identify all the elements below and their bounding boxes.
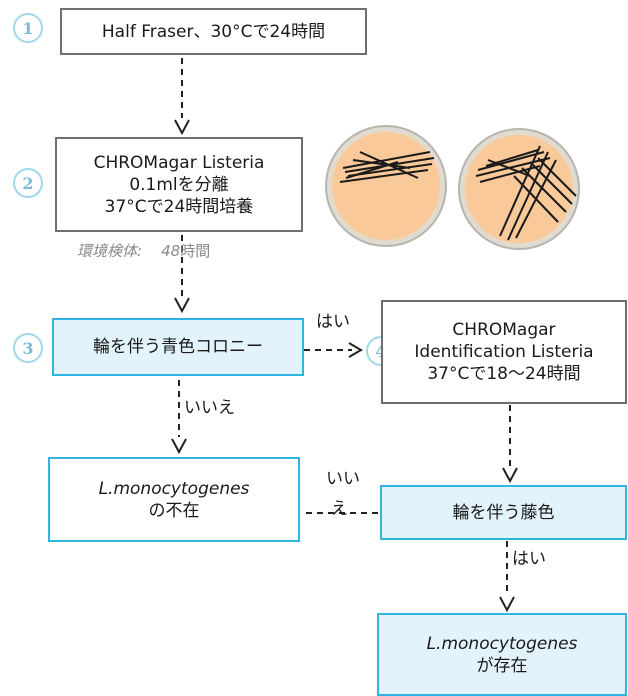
- step-1-text: Half Fraser、30°Cで24時間: [101, 21, 326, 42]
- absent-text: の不在: [148, 500, 200, 521]
- step-2-line-1: CHROMagar Listeria: [93, 152, 265, 173]
- arrowhead: [348, 342, 363, 358]
- environmental-sample-note: 環境検体: 48時間: [77, 240, 210, 261]
- step-1-box: Half Fraser、30°Cで24時間: [60, 8, 367, 55]
- arrowhead: [502, 467, 518, 484]
- arrowhead: [171, 438, 187, 455]
- step-3-text: 輪を伴う青色コロニー: [93, 337, 263, 357]
- absent-organism: L.monocytogenes: [98, 478, 250, 499]
- step-4-line-3: 37°Cで18～24時間: [427, 364, 581, 384]
- purple-colony-box: 輪を伴う藤色: [380, 485, 627, 540]
- arrowhead: [174, 297, 190, 314]
- sample-note-suffix: 時間: [180, 242, 211, 260]
- step-3-box: 輪を伴う青色コロニー: [52, 318, 304, 376]
- present-organism: L.monocytogenes: [426, 633, 578, 654]
- edge-label-no-purple-absent-1: いい: [326, 469, 360, 489]
- step-4-line-1: CHROMagar: [452, 320, 556, 340]
- arrowhead: [499, 596, 515, 613]
- petri-dish-streaked-2: [458, 128, 580, 250]
- edge-label-yes-3-4: はい: [316, 312, 350, 332]
- step-2-line-2: 0.1mlを分離: [129, 174, 229, 195]
- petri-dish-streaked-1: [325, 125, 447, 247]
- step-number-badge-1: 1: [13, 13, 43, 43]
- step-2-line-3: 37°Cで24時間培養: [104, 196, 254, 217]
- purple-colony-text: 輪を伴う藤色: [452, 502, 555, 523]
- step-number-badge-3: 3: [13, 333, 43, 363]
- edge-label-yes-purple-present: はい: [512, 549, 546, 569]
- step-4-line-2: Identification Listeria: [414, 342, 594, 362]
- sample-note-value: 48: [161, 242, 181, 260]
- result-present-box: L.monocytogenes が存在: [377, 613, 627, 696]
- edge-label-no-purple-absent-2: え: [331, 499, 348, 519]
- edge-label-no-3-absent: いいえ: [184, 398, 235, 418]
- sample-note-prefix: 環境検体:: [77, 242, 143, 260]
- arrowhead: [174, 119, 190, 136]
- step-2-box: CHROMagar Listeria 0.1mlを分離 37°Cで24時間培養: [55, 137, 303, 232]
- step-4-box: CHROMagar Identification Listeria 37°Cで1…: [381, 300, 627, 404]
- result-absent-box: L.monocytogenes の不在: [48, 457, 300, 542]
- present-text: が存在: [476, 655, 528, 676]
- step-number-badge-2: 2: [13, 168, 43, 198]
